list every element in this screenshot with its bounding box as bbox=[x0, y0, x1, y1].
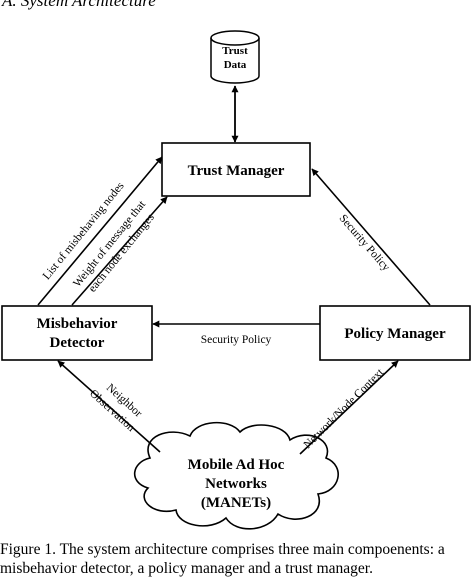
caption-line-2: misbehavior detector, a policy manager a… bbox=[0, 560, 373, 577]
policy-manager-label: Policy Manager bbox=[344, 326, 446, 342]
manets-label-3: (MANETs) bbox=[201, 495, 271, 511]
trust-manager-node: Trust Manager bbox=[161, 142, 311, 197]
arrow-manets-to-detector bbox=[57, 360, 161, 453]
manets-label-1: Mobile Ad Hoc bbox=[188, 457, 285, 473]
system-architecture-diagram: Trust Data Trust Manager Misbehavior Det… bbox=[1, 30, 471, 530]
arrow-policy-to-trust bbox=[311, 168, 431, 306]
manets-label-2: Networks bbox=[205, 476, 267, 492]
trust-data-store: Trust Data bbox=[210, 30, 260, 84]
policy-manager-node: Policy Manager bbox=[319, 305, 471, 361]
arrow-detector-to-trust-outer bbox=[37, 156, 163, 306]
trust-data-label-2: Data bbox=[224, 59, 247, 71]
trust-manager-label: Trust Manager bbox=[188, 163, 285, 179]
manets-cloud: Mobile Ad Hoc Networks (MANETs) bbox=[133, 421, 339, 530]
trust-data-label-1: Trust bbox=[222, 45, 248, 57]
arrow-detector-to-trust-inner bbox=[71, 196, 168, 306]
security-policy-horizontal-label: Security Policy bbox=[201, 334, 272, 346]
security-policy-diagonal-label: Security Policy bbox=[337, 212, 393, 273]
misbehavior-detector-label-1: Misbehavior bbox=[37, 316, 118, 332]
arrow-manets-to-policy bbox=[299, 360, 399, 455]
misbehavior-detector-node: Misbehavior Detector bbox=[1, 305, 153, 361]
figure-caption: Figure 1. The system architecture compri… bbox=[0, 540, 474, 578]
network-context-label: Network/Node Context bbox=[302, 366, 387, 451]
section-heading: A. System Architecture bbox=[2, 0, 156, 10]
misbehavior-detector-label-2: Detector bbox=[50, 335, 105, 351]
caption-line-1: Figure 1. The system architecture compri… bbox=[0, 541, 445, 558]
